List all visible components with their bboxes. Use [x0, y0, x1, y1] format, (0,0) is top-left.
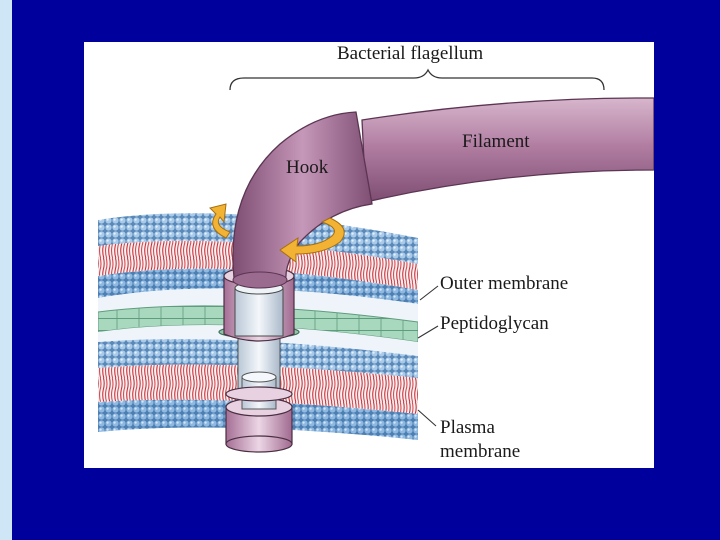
ms-ring-upper — [225, 386, 293, 402]
left-accent-strip — [0, 0, 12, 540]
pointer-peptidoglycan — [417, 325, 439, 339]
rotation-arrows — [209, 203, 345, 263]
hook-base — [232, 271, 288, 289]
flagellum-diagram: Bacterial flagellum Filament Hook Outer … — [84, 42, 654, 468]
hook-label: Hook — [286, 157, 329, 178]
filament-label: Filament — [462, 131, 530, 152]
rotation-arrow-left — [209, 203, 231, 239]
rod-lower-top — [241, 371, 277, 383]
l-ring-core — [234, 287, 284, 337]
plasma-membrane-label-line1: Plasma — [440, 417, 495, 438]
filament-shape — [361, 97, 654, 203]
title-label: Bacterial flagellum — [337, 43, 484, 64]
rotation-arrow-right — [279, 217, 345, 263]
bracket-brace — [229, 68, 605, 91]
peptidoglycan-label: Peptidoglycan — [440, 313, 549, 334]
plasma-membrane-label-line2: membrane — [440, 441, 521, 462]
pointer-plasma-membrane — [417, 409, 437, 427]
diagram-canvas — [98, 68, 654, 453]
outer-membrane-label: Outer membrane — [440, 273, 569, 294]
pointer-outer-membrane — [419, 285, 439, 301]
ms-ring-lower-base — [225, 435, 293, 453]
